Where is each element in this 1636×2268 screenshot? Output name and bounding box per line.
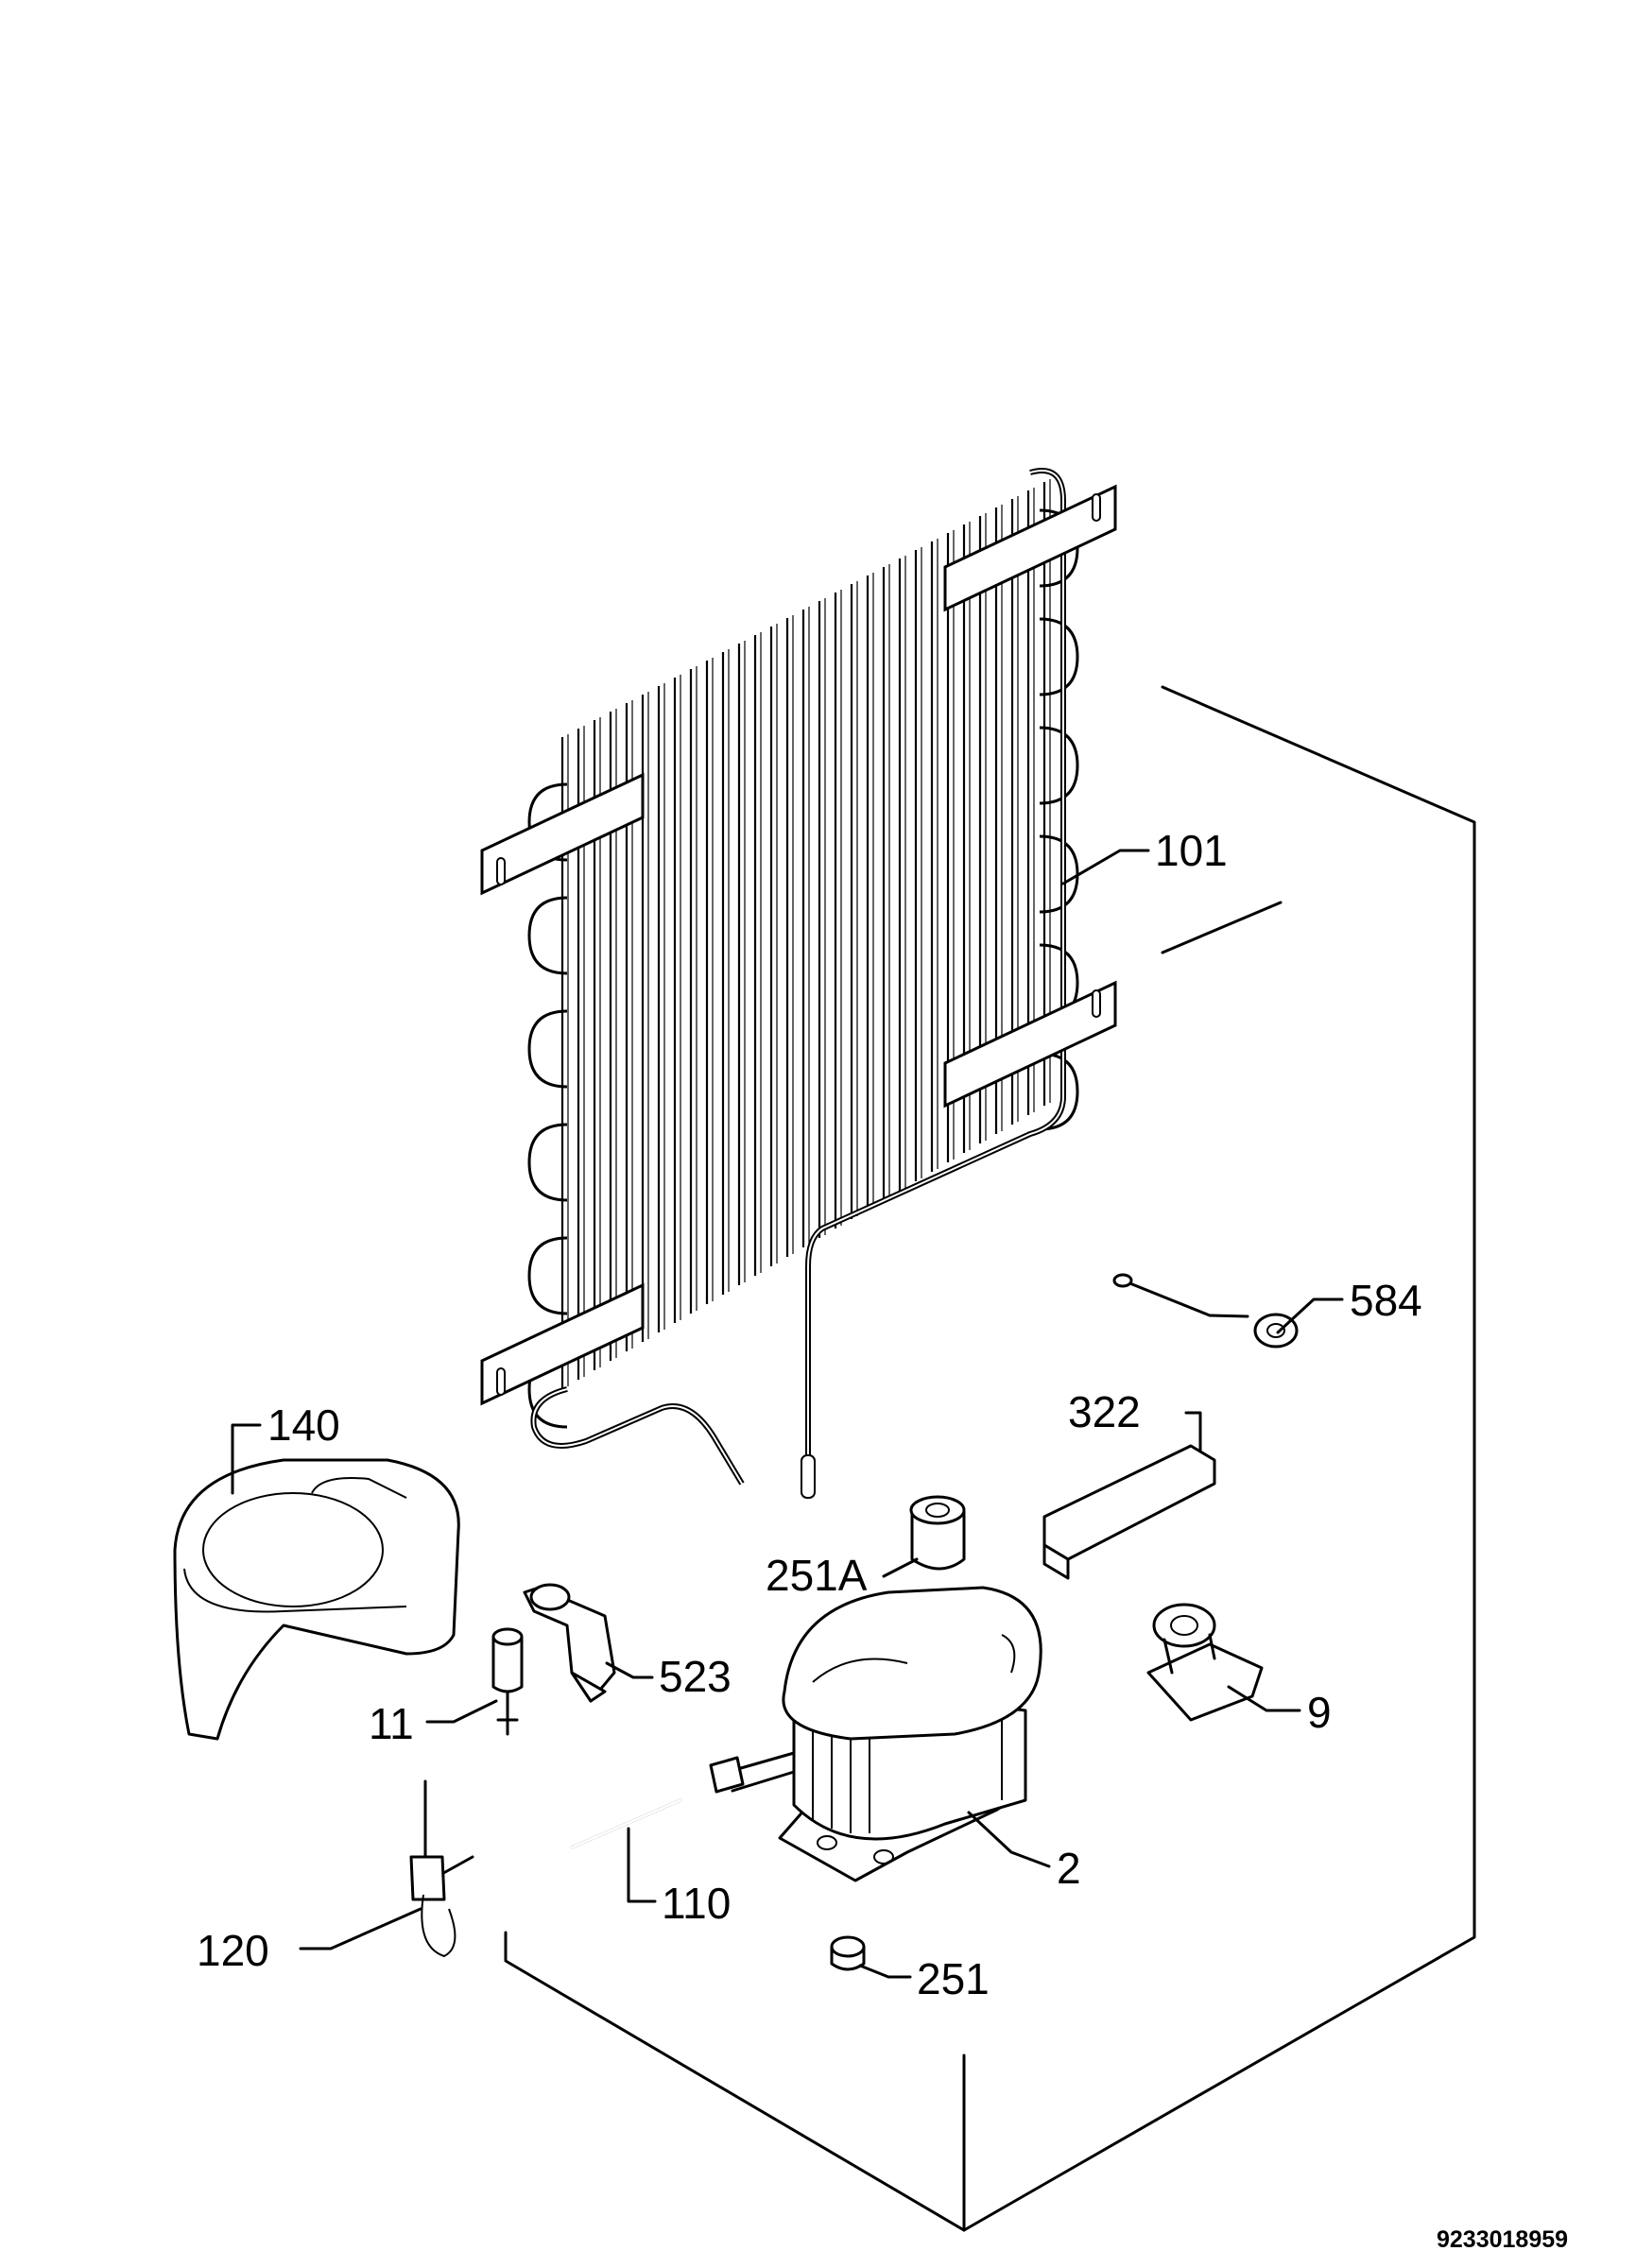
callout-251a: 251A <box>766 1551 868 1600</box>
compressor <box>709 1586 1042 1882</box>
callout-140: 140 <box>267 1400 340 1450</box>
grommet <box>830 1935 866 1971</box>
callout-523: 523 <box>659 1652 732 1701</box>
condenser-coil <box>480 468 1117 1499</box>
overload-protector <box>1112 1273 1299 1349</box>
bracket <box>1042 1444 1216 1580</box>
clip <box>1146 1603 1264 1722</box>
cabinet-outline <box>504 685 1476 2232</box>
callout-9: 9 <box>1307 1688 1332 1737</box>
drip-tray <box>173 1458 460 1741</box>
document-number: 9233018959 <box>1437 2226 1568 2253</box>
callout-11: 11 <box>369 1699 414 1748</box>
callout-110: 110 <box>662 1879 731 1928</box>
callout-584: 584 <box>1350 1276 1422 1325</box>
callout-101: 101 <box>1155 826 1228 875</box>
callout-322: 322 <box>1068 1387 1141 1436</box>
thermostat-sensor <box>491 1627 524 1736</box>
starter-relay <box>523 1583 616 1703</box>
filter-drier <box>909 1495 966 1571</box>
callout-2: 2 <box>1057 1844 1081 1893</box>
process-valve <box>409 1779 474 1958</box>
leader-lines <box>231 849 1344 1979</box>
callout-251: 251 <box>917 1954 990 2003</box>
callout-120: 120 <box>197 1926 269 1975</box>
connection-tube <box>570 1798 682 1849</box>
